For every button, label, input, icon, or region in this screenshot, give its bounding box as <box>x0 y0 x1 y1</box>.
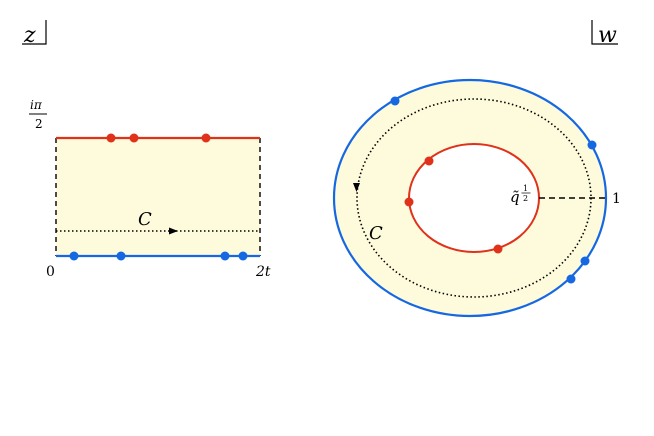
bottom-blue-point <box>220 251 230 261</box>
bottom-blue-point <box>238 251 248 261</box>
bottom-blue-point <box>116 251 126 261</box>
top-label-numerator: iπ <box>30 98 43 112</box>
top-red-point <box>201 133 211 143</box>
z-plane-label-bracket <box>22 20 47 45</box>
contour-c-annulus-arrow-icon <box>353 183 360 192</box>
inner-red-point <box>493 244 503 254</box>
outer-blue-point <box>587 140 597 150</box>
inner-radius-label-exp-den: 2 <box>523 194 528 203</box>
annulus-fill <box>334 80 606 316</box>
outer-blue-point <box>566 274 576 284</box>
z-plane-panel: z C iπ 2 0 2t <box>22 20 271 280</box>
inner-red-point <box>404 197 414 207</box>
w-plane-panel: w C q̃ 1 2 1 <box>332 20 621 318</box>
inner-radius-label-exp-num: 1 <box>523 184 528 193</box>
contour-c-label: C <box>138 209 152 230</box>
bottom-blue-point <box>69 251 79 261</box>
top-red-point <box>129 133 139 143</box>
inner-red-point <box>424 156 434 166</box>
outer-blue-point <box>580 256 590 266</box>
outer-radius-label: 1 <box>612 191 621 207</box>
strip-fill <box>56 138 260 256</box>
z-plane-label: z <box>23 23 36 48</box>
origin-label: 0 <box>46 264 55 280</box>
right-end-label: 2t <box>255 264 271 280</box>
contour-c-annulus-label: C <box>369 223 383 244</box>
outer-blue-point <box>390 96 400 106</box>
w-plane-label: w <box>598 23 617 48</box>
top-label-denominator: 2 <box>35 117 43 131</box>
outer-boundary <box>332 78 608 318</box>
w-plane-label-bracket <box>591 20 618 45</box>
top-red-point <box>106 133 116 143</box>
contour-c-arrow-icon <box>169 227 178 235</box>
inner-radius-label-base: q̃ <box>510 188 520 206</box>
